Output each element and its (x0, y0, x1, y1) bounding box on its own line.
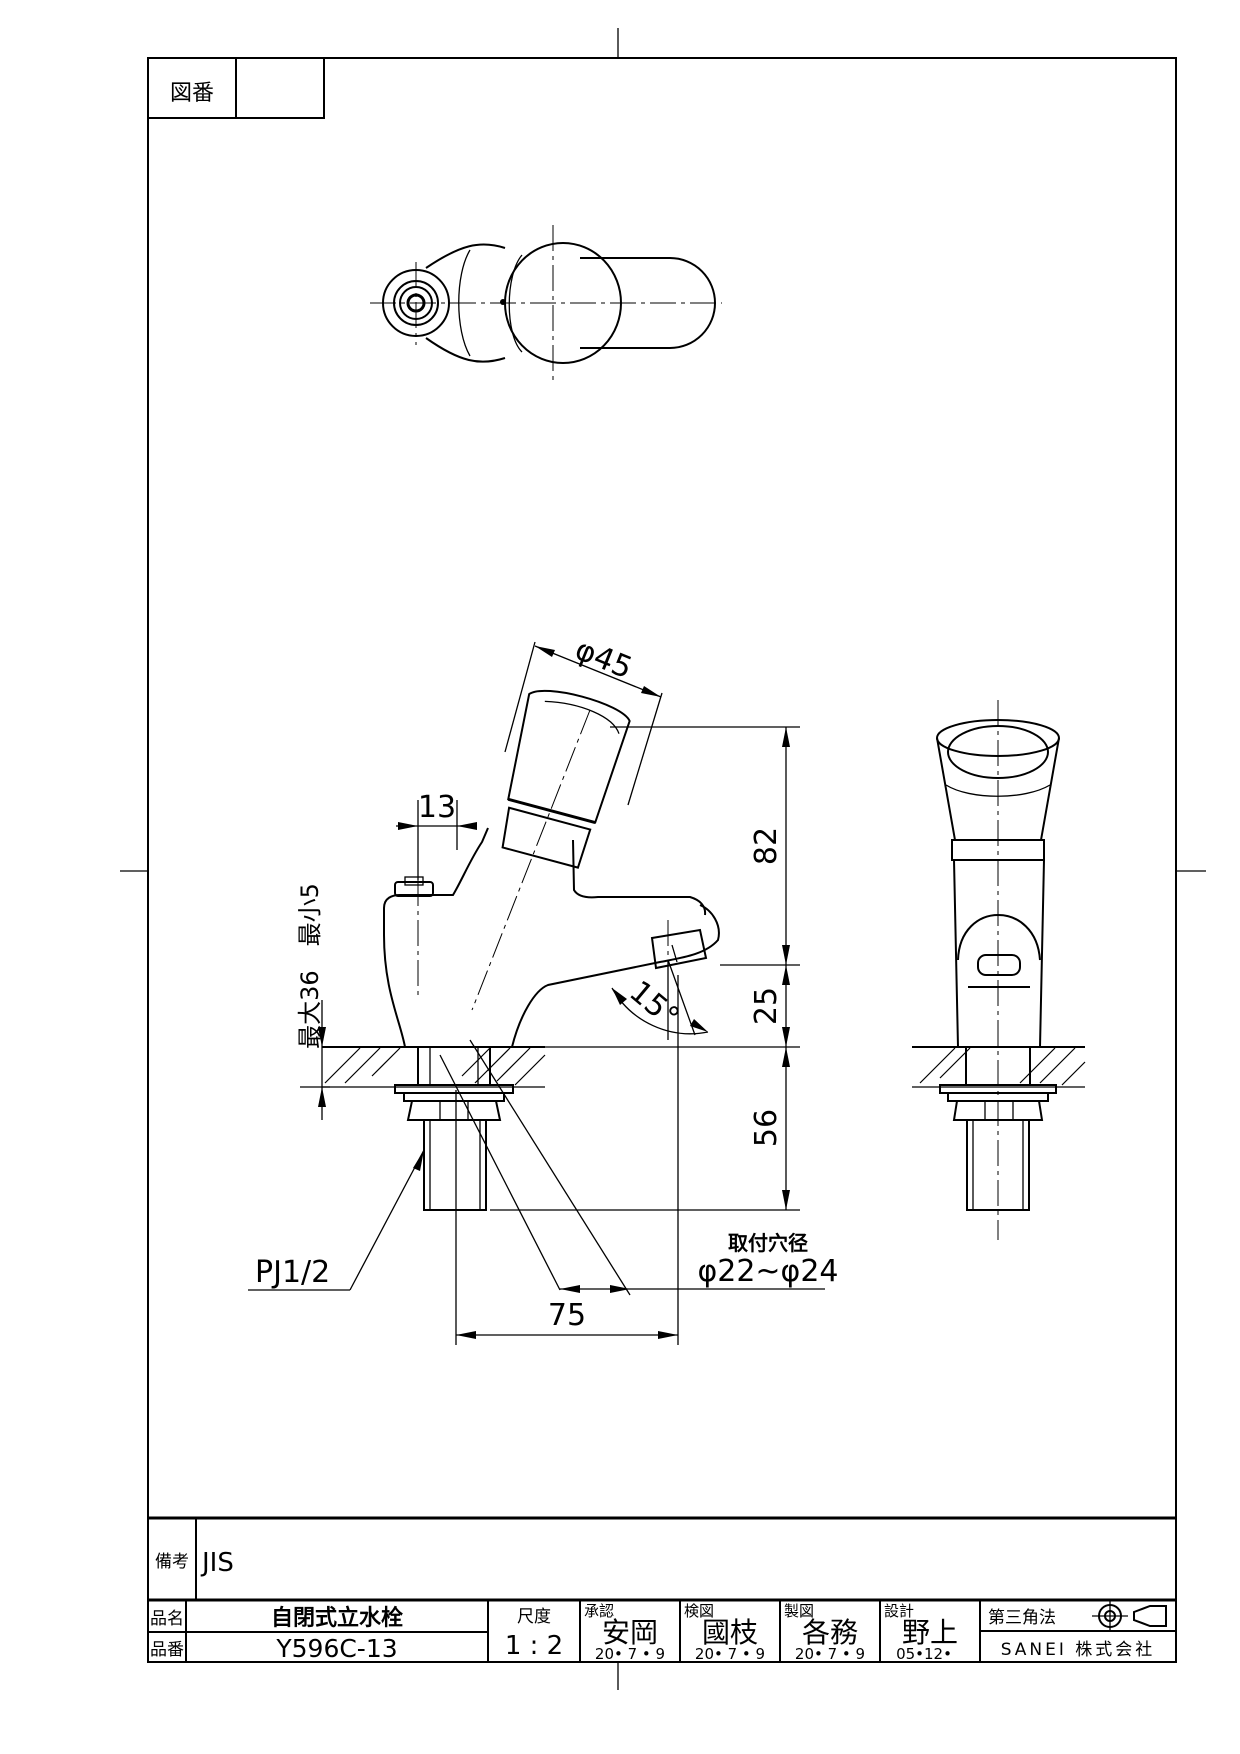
approved-name: 安岡 (602, 1616, 658, 1649)
approved-label: 承認 (584, 1602, 614, 1620)
dim-offset: 13 (418, 790, 456, 825)
drawn-label: 製図 (784, 1602, 814, 1620)
side-view (912, 700, 1086, 1240)
dim-mounting-hole-value: φ22~φ24 (697, 1254, 838, 1289)
remarks-label: 備考 (155, 1552, 189, 1572)
drawing-number-label: 図番 (170, 81, 214, 106)
company-name: SANEI 株式会社 (1001, 1640, 1156, 1660)
dim-height-upper: 82 (749, 827, 784, 865)
product-number-value: Y596C-13 (275, 1634, 397, 1663)
dim-height-spout: 25 (749, 987, 784, 1025)
projection-label: 第三角法 (988, 1608, 1056, 1628)
scale-value: 1 : 2 (505, 1631, 563, 1661)
top-view (370, 225, 722, 385)
drawn-date: 20• 7 • 9 (795, 1645, 865, 1663)
product-name-value: 自閉式立水栓 (271, 1605, 403, 1631)
third-angle-projection-icon (1092, 1600, 1167, 1630)
sheet-frame (120, 28, 1206, 1690)
designed-date: 05•12• (896, 1645, 952, 1663)
remarks-value: JIS (200, 1548, 234, 1578)
dimension-texts: φ45 13 82 25 56 75 15° 最大36 最小5 PJ1/2 取付… (255, 632, 839, 1333)
dim-counter-thickness: 最大36 最小5 (296, 883, 324, 1049)
title-block: 備考 JIS 品名 自閉式立水栓 品番 Y596C-13 尺度 1 : 2 承認… (148, 1516, 1176, 1663)
dim-below-counter: 56 (749, 1109, 784, 1147)
dim-reach: 75 (548, 1298, 586, 1333)
dimension-arrows (318, 646, 790, 1339)
approved-date: 20• 7 • 9 (595, 1645, 665, 1663)
designed-label: 設計 (884, 1602, 914, 1620)
checked-date: 20• 7 • 9 (695, 1645, 765, 1663)
scale-label: 尺度 (517, 1607, 551, 1627)
dim-thread: PJ1/2 (255, 1255, 330, 1290)
product-name-label: 品名 (150, 1609, 184, 1629)
product-number-label: 品番 (150, 1640, 184, 1660)
checked-label: 検図 (684, 1602, 714, 1620)
designed-name: 野上 (902, 1616, 958, 1649)
front-view (322, 689, 720, 1211)
drawn-name: 各務 (802, 1616, 858, 1649)
dim-handle-diameter: φ45 (570, 632, 637, 686)
drawing-number-box: 図番 (147, 57, 325, 119)
checked-name: 國枝 (702, 1616, 758, 1649)
dimension-lines (248, 641, 825, 1345)
dim-mounting-hole-label: 取付穴径 (728, 1231, 808, 1255)
